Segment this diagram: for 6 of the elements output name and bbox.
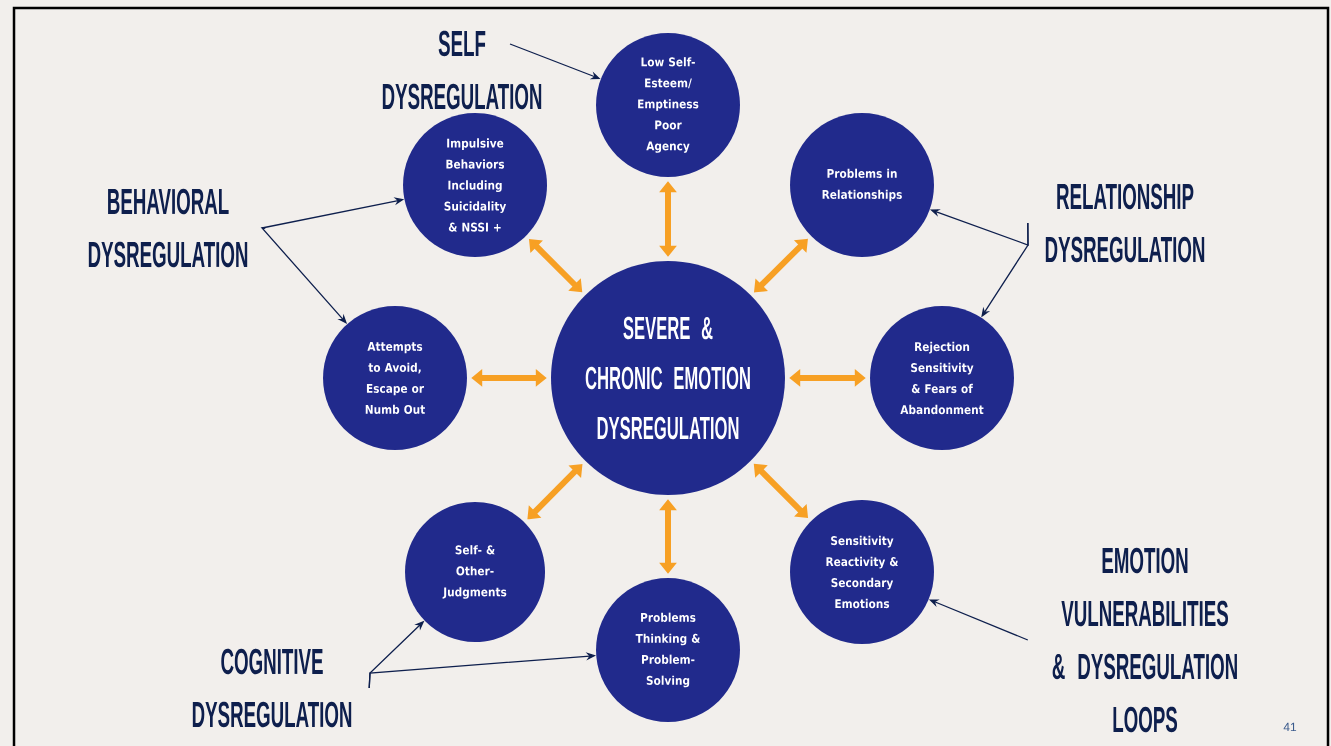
category-heading: RELATIONSHIP DYSREGULATION [1045, 183, 1205, 263]
category-heading: EMOTION VULNERABILITIES & DYSREGULATION LOOPS [1052, 547, 1237, 733]
category-heading: SELF DYSREGULATION [382, 30, 542, 110]
page-number: 41 [1283, 722, 1297, 732]
category-heading: COGNITIVE DYSREGULATION [192, 648, 352, 728]
category-heading: BEHAVIORAL DYSREGULATION [88, 188, 248, 268]
